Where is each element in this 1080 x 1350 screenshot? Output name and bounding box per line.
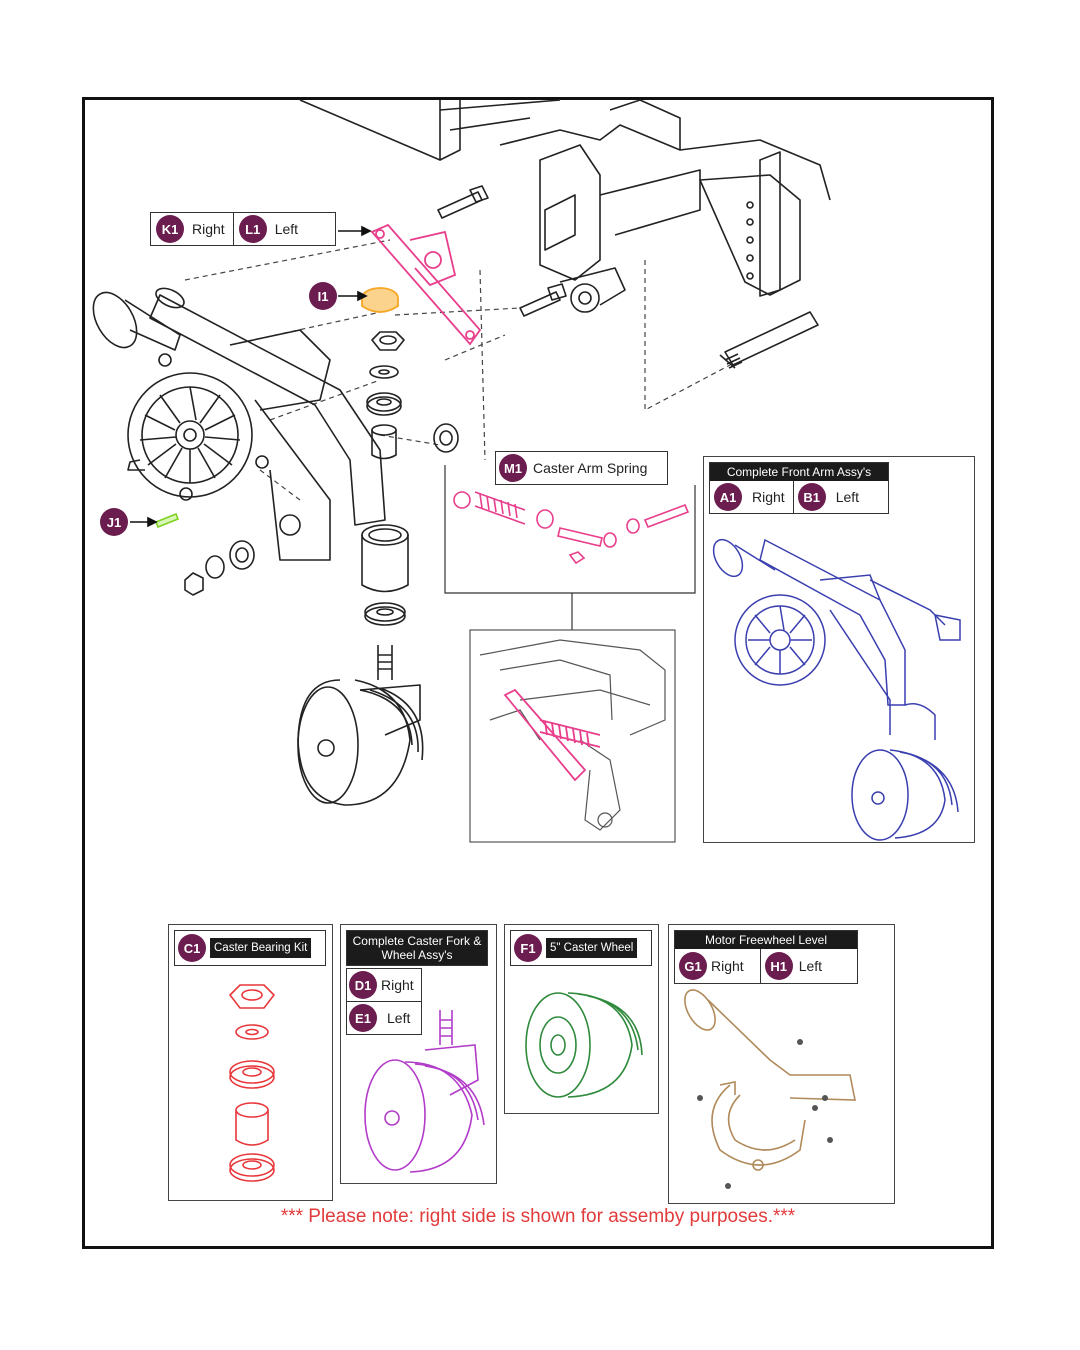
caster-arm-spring-set [453,491,690,565]
caster-fork-title: Complete Caster Fork & Wheel Assy's [346,930,488,966]
d1-badge: D1 [349,971,377,999]
j1-badge: J1 [100,508,128,536]
front-arm-assy-panel [703,456,975,843]
caster-wheel-title: 5" Caster Wheel [546,938,638,958]
g1-badge: G1 [679,952,707,980]
i1-badge: I1 [309,282,337,310]
bracket-callout: K1 Right L1 Left [150,212,336,246]
assembly-note: *** Please note: right side is shown for… [280,1206,796,1227]
bearing-kit-panel [168,924,333,1201]
spring-callout: M1 Caster Arm Spring [495,451,668,485]
mount-bolt-middle [519,283,567,317]
front-arm-assy-title: Complete Front Arm Assy's [710,463,888,481]
caster-hardware-stack [184,331,459,626]
a1-badge: A1 [714,483,742,511]
h1-badge: H1 [764,952,793,980]
caster-fork-wheel [297,645,424,806]
callout-arrows [130,225,372,528]
l1-badge: L1 [238,215,267,243]
caster-fork-options: D1 Right E1 Left [346,968,422,1035]
caster-wheel-header: F1 5" Caster Wheel [510,930,652,966]
m1-label: Caster Arm Spring [533,460,648,476]
g1-label: Right [707,949,761,983]
l1-label: Left [274,221,299,237]
f1-badge: F1 [514,934,542,962]
d1-label: Right [381,977,414,993]
front-arm-motor-assembly [92,287,386,561]
caster-arm-bracket [370,223,482,346]
h1-label: Left [798,958,823,974]
inset-spring-highlight [503,688,601,782]
e1-badge: E1 [349,1004,377,1032]
m1-badge: M1 [499,454,527,482]
chassis-frame [299,99,831,313]
k1-label: Right [184,212,234,246]
k1-badge: K1 [156,215,184,243]
spring-callout-bracket [444,465,696,630]
caster-fork-panel [340,924,497,1184]
a1-label: Right [742,481,794,513]
caster-wheel-drawing [525,992,643,1098]
mount-bolt-top [437,185,489,219]
diagram-frame [82,97,994,1249]
freewheel-lever-drawing [684,989,856,1171]
bearing-kit-drawing [228,984,276,1182]
bearing-kit-title: Caster Bearing Kit [210,938,312,958]
freewheel-screws [697,1039,833,1189]
bearing-kit-header: C1 Caster Bearing Kit [174,930,326,966]
freewheel-panel [668,924,895,1204]
plug-cap [361,287,399,313]
spring-install-inset [469,629,676,843]
arm-axle-pin [719,311,819,369]
caster-wheel-panel [504,924,659,1114]
c1-badge: C1 [178,934,206,962]
front-arm-assy-header: Complete Front Arm Assy's A1 Right B1 Le… [709,462,889,514]
front-arm-assy-drawing [712,538,961,841]
b1-label: Left [835,489,860,505]
freewheel-header: Motor Freewheel Level G1 Right H1 Left [674,930,858,984]
b1-badge: B1 [797,483,826,511]
e1-label: Left [387,1010,411,1026]
freewheel-title: Motor Freewheel Level [675,931,857,949]
caster-fork-assy-drawing [364,1010,485,1173]
freewheel-pin [154,512,180,529]
